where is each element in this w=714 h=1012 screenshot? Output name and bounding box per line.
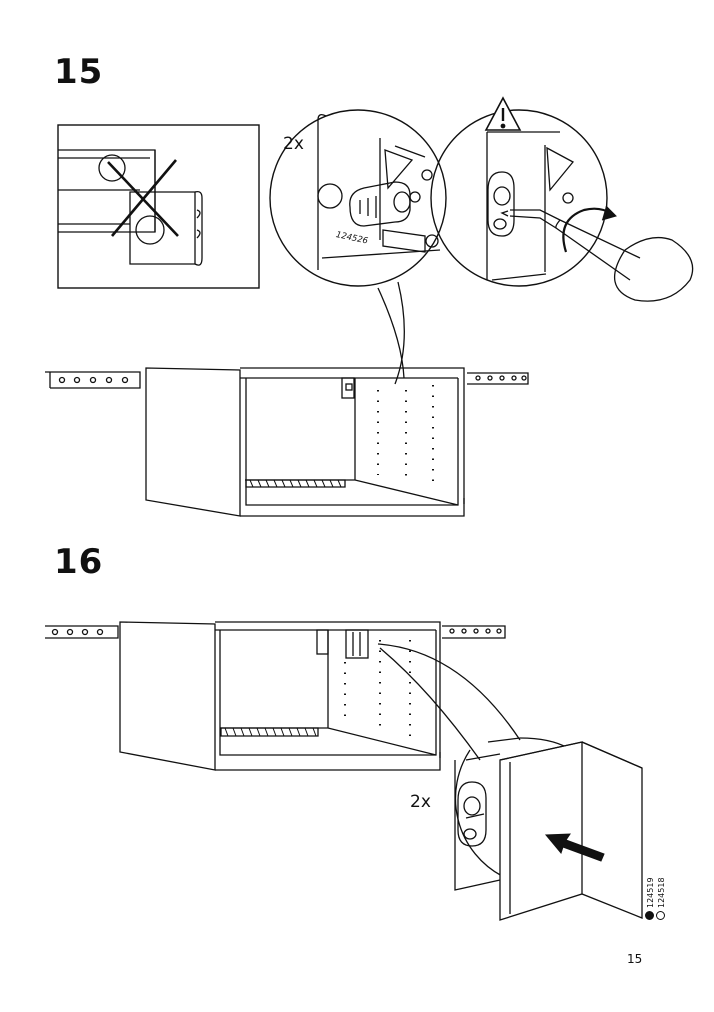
no-cross-icon: [107, 159, 179, 237]
detail-circle-2: [430, 109, 608, 287]
step-15-quantity: 2x: [283, 134, 304, 154]
step-15-number: 15: [54, 52, 104, 92]
variant-code-row: 124519: [645, 877, 656, 920]
hollow-dot-icon: [656, 911, 665, 920]
push-arrow-icon: [544, 833, 605, 862]
variant-code: 124519: [646, 877, 655, 908]
rotate-arrow-icon: [562, 205, 617, 253]
detail-circle-3: [454, 737, 643, 921]
warning-triangle-icon: [484, 96, 522, 131]
variant-code: 124518: [657, 877, 666, 908]
filled-dot-icon: [645, 911, 654, 920]
cabinet-1: [45, 367, 529, 517]
step-16-number: 16: [54, 542, 104, 582]
detail-circle-1: [269, 109, 447, 287]
page-number: 15: [627, 952, 643, 966]
wrong-way-panel: [57, 124, 260, 289]
screwdriver-icon: [500, 209, 694, 302]
variant-codes: 124519 124518: [645, 877, 667, 920]
variant-code-row: 124518: [656, 877, 667, 920]
step-16-quantity: 2x: [410, 792, 431, 812]
cabinet-2: [45, 621, 521, 771]
